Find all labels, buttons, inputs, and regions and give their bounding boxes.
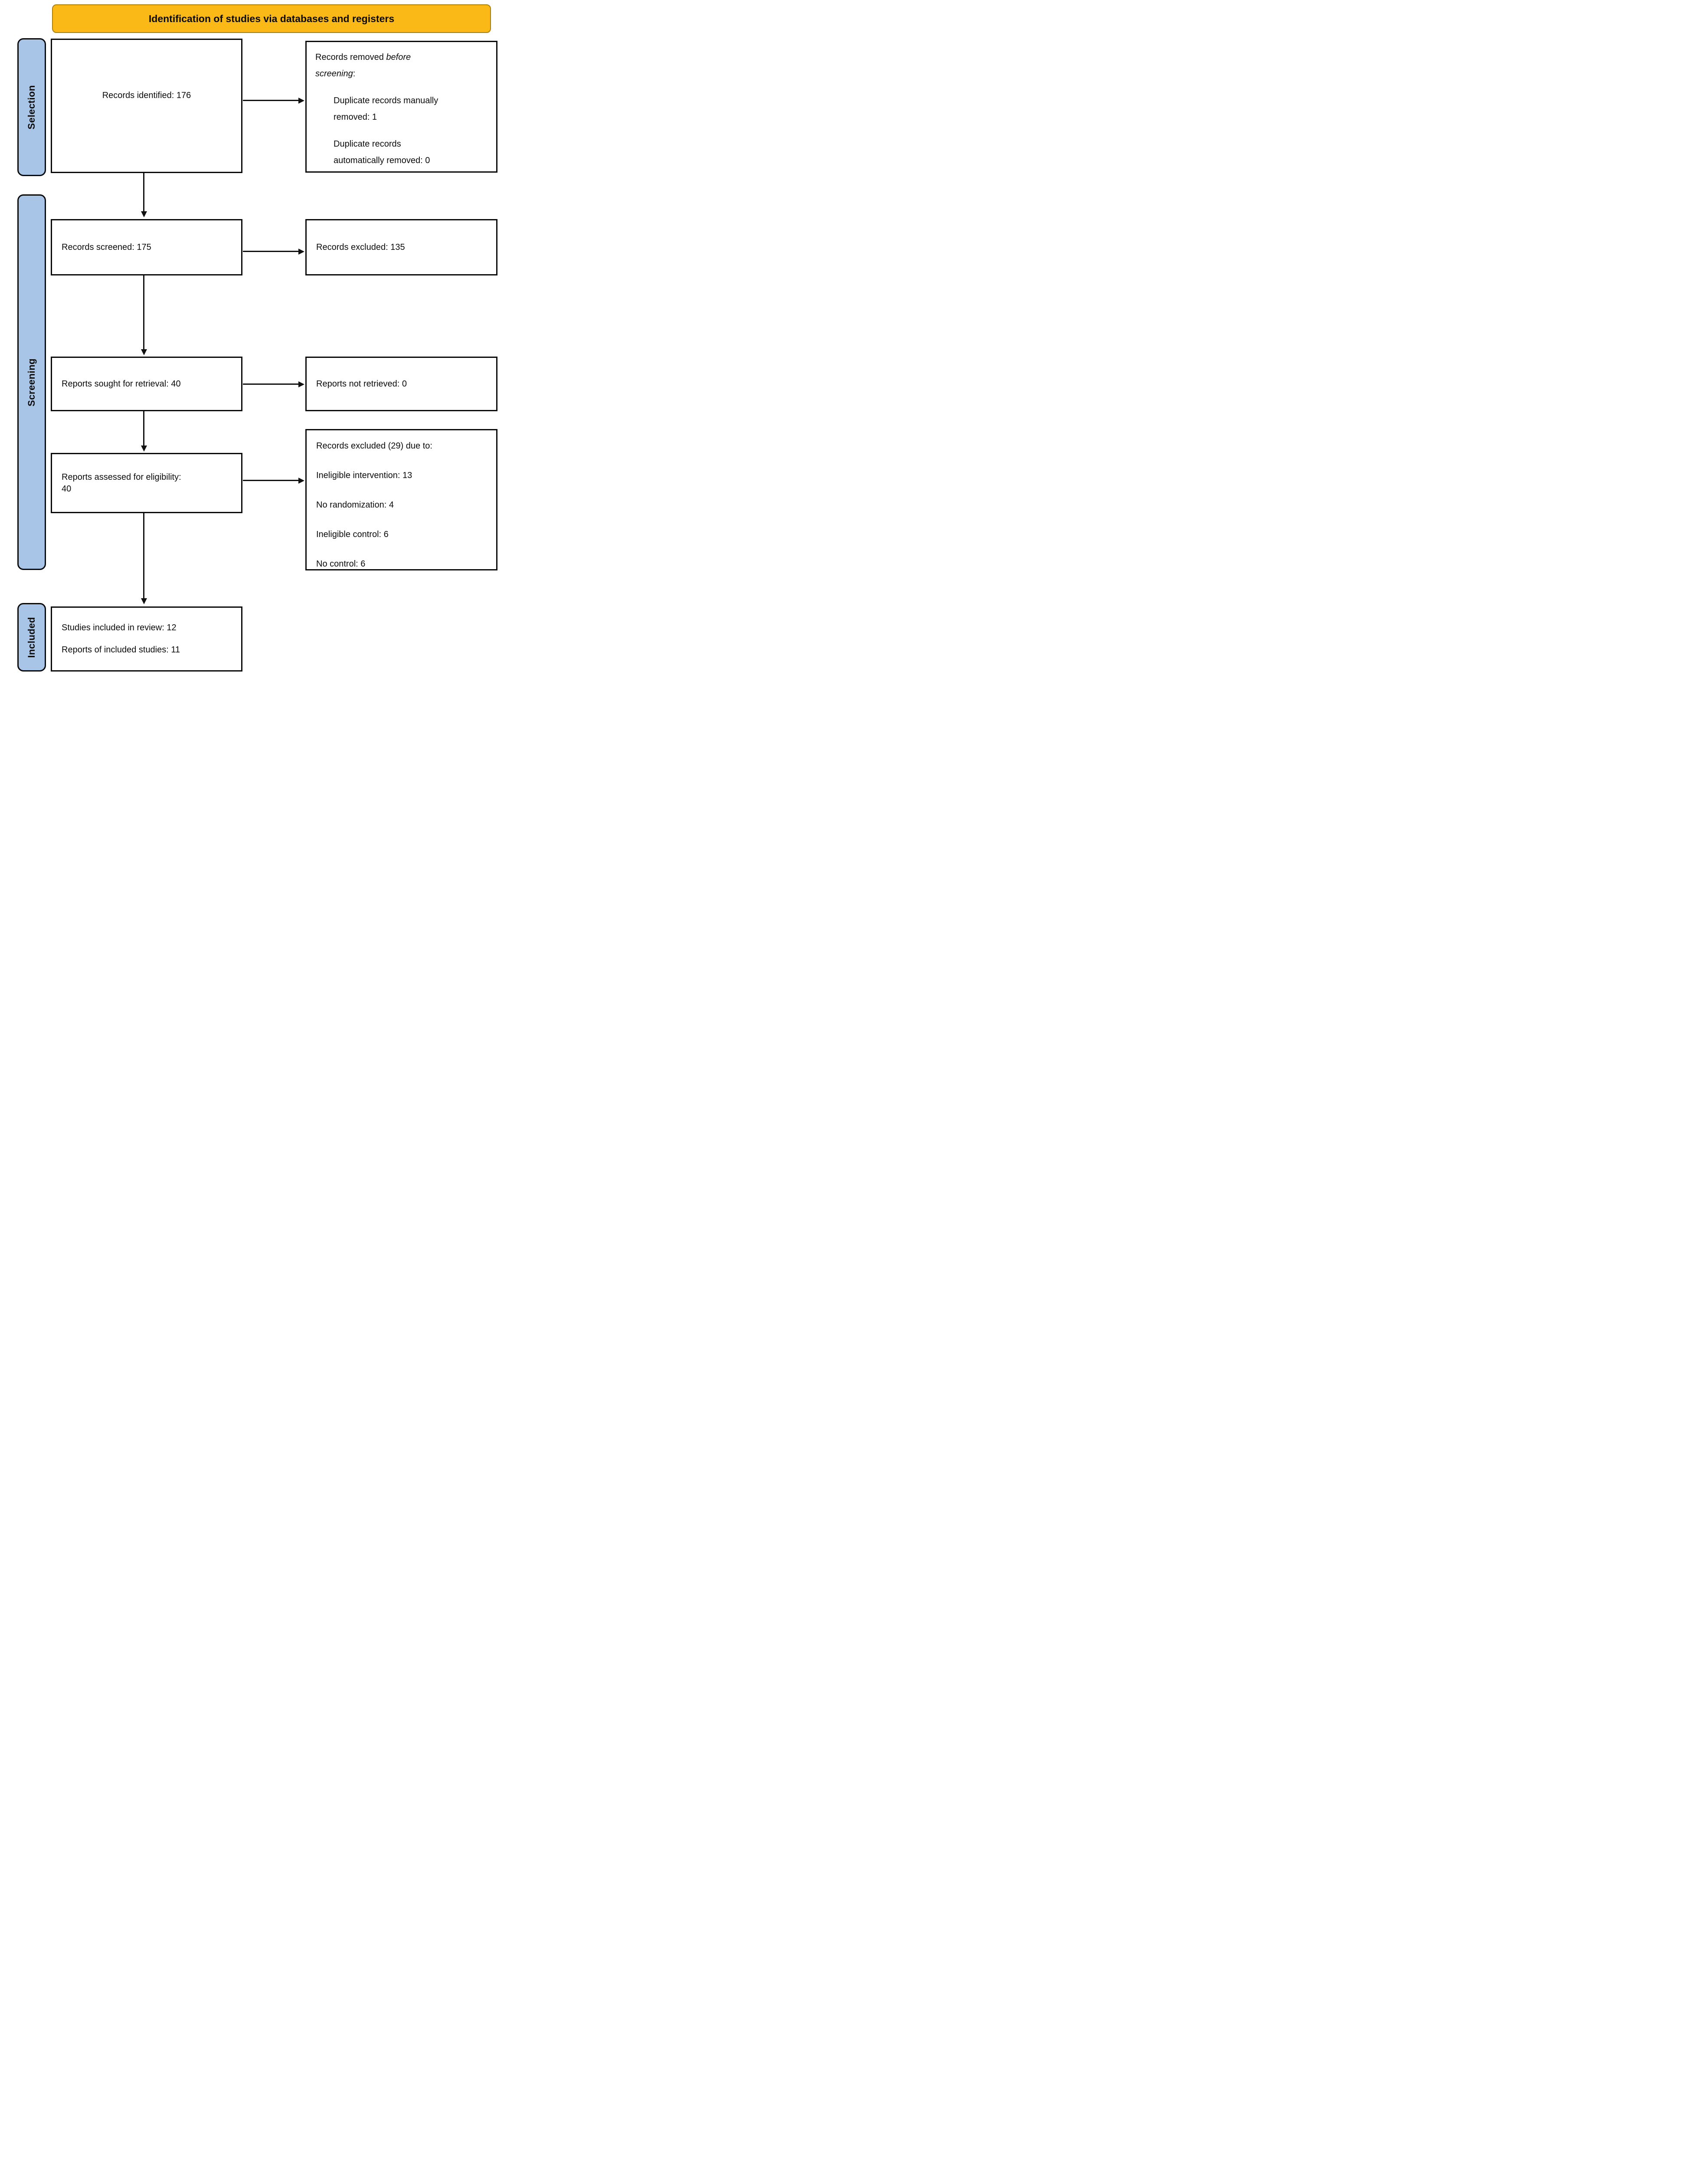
box-reports-sought: Reports sought for retrieval: 40 — [51, 357, 242, 411]
box-records-removed: Records removed before screening: Duplic… — [305, 41, 497, 173]
stage-label-included-text: Included — [26, 616, 37, 658]
box-reports-assessed: Reports assessed for eligibility: 40 — [51, 453, 242, 513]
reports-sought-text: Reports sought for retrieval: 40 — [62, 379, 181, 389]
records-identified-text: Records identified: 176 — [102, 90, 191, 100]
reports-not-retrieved-text: Reports not retrieved: 0 — [316, 379, 407, 389]
records-removed-heading: Records removed before screening: — [315, 49, 419, 82]
banner: Identification of studies via databases … — [52, 4, 491, 33]
arrow-screened-to-excluded — [243, 248, 304, 255]
reports-assessed-text: Reports assessed for eligibility: 40 — [62, 472, 181, 494]
box-exclusion-reasons: Records excluded (29) due to: Ineligible… — [305, 429, 497, 570]
arrow-assessed-to-included — [141, 513, 147, 604]
stage-label-included: Included — [17, 603, 46, 672]
records-removed-heading-suffix: : — [353, 69, 356, 79]
duplicates-manual-item: Duplicate records manually removed: 1 — [334, 96, 438, 122]
prisma-flow-diagram: Identification of studies via databases … — [0, 0, 501, 675]
exclusion-reason: Ineligible control: 6 — [316, 530, 389, 539]
records-removed-heading-prefix: Records removed — [315, 52, 386, 62]
reports-included-line: Reports of included studies: 11 — [62, 645, 180, 655]
exclusion-reason: No control: 6 — [316, 559, 366, 569]
exclusion-reason: No randomization: 4 — [316, 500, 394, 510]
records-excluded-text: Records excluded: 135 — [316, 242, 405, 252]
studies-included-line: Studies included in review: 12 — [62, 623, 177, 632]
exclusion-reasons-heading: Records excluded (29) due to: — [316, 441, 432, 451]
box-reports-not-retrieved: Reports not retrieved: 0 — [305, 357, 497, 411]
box-records-identified: Records identified: 176 — [51, 39, 242, 173]
records-removed-heading-italic: before screening — [315, 52, 411, 79]
arrow-sought-to-not-retrieved — [243, 381, 304, 387]
stage-label-screening-text: Screening — [26, 358, 37, 406]
stage-label-selection: Selection — [17, 38, 46, 176]
banner-title: Identification of studies via databases … — [148, 13, 395, 24]
box-studies-included: Studies included in review: 12 Reports o… — [51, 606, 242, 672]
stage-label-selection-text: Selection — [26, 85, 37, 130]
exclusion-reason: Ineligible intervention: 13 — [316, 471, 412, 480]
records-screened-text: Records screened: 175 — [62, 242, 151, 252]
duplicates-automatic-item: Duplicate records automatically removed:… — [334, 139, 430, 165]
arrow-sought-to-assessed — [141, 411, 147, 452]
box-records-screened: Records screened: 175 — [51, 219, 242, 275]
stage-label-screening: Screening — [17, 194, 46, 570]
arrow-identified-to-screened — [141, 173, 147, 217]
arrow-identified-to-removed — [243, 97, 304, 104]
arrow-assessed-to-exclusion-reasons — [243, 477, 304, 484]
box-records-excluded: Records excluded: 135 — [305, 219, 497, 275]
arrow-screened-to-sought — [141, 275, 147, 355]
